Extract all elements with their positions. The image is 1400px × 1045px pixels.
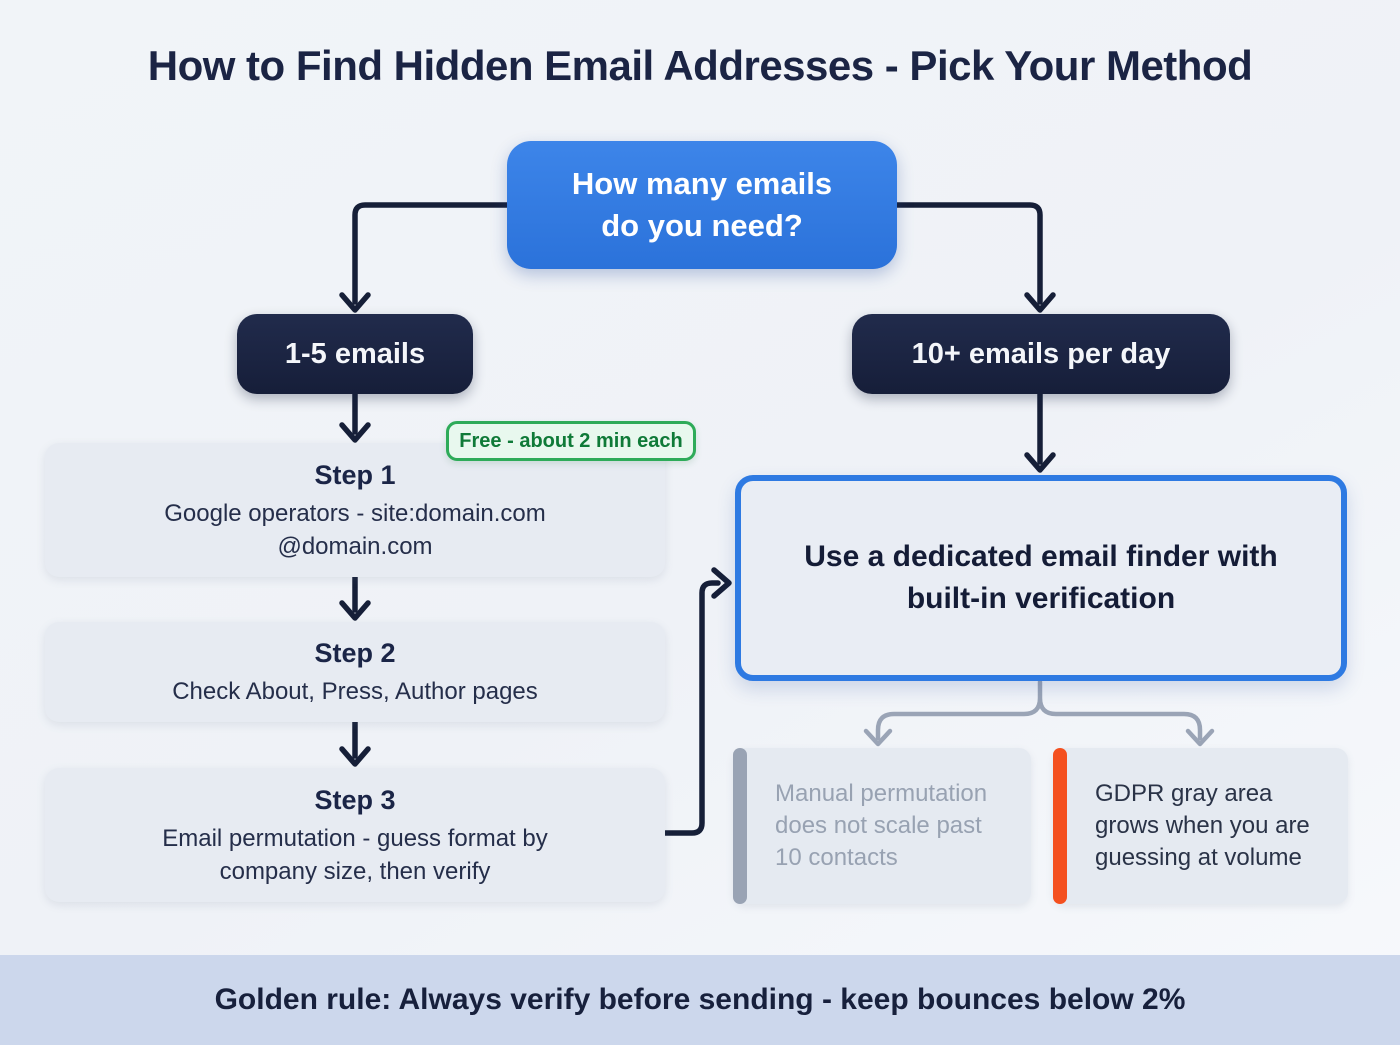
free-time-badge-label: Free - about 2 min each: [459, 429, 683, 452]
arrowhead-right-branch: [1024, 292, 1056, 313]
recommendation-label: Use a dedicated email finder with built-…: [804, 540, 1278, 615]
warning-gdpr-text: GDPR gray area grows when you are guessi…: [1095, 780, 1310, 871]
step-1-desc: Google operators - site:domain.com @doma…: [164, 499, 546, 560]
branch-few-emails: 1-5 emails: [237, 314, 473, 394]
arrowhead-warning-gdpr: [1185, 728, 1215, 747]
arrowhead-warning-manual: [863, 728, 893, 747]
arrowhead-left-branch: [339, 292, 371, 313]
free-time-badge: Free - about 2 min each: [446, 421, 696, 461]
arrowhead-step2: [339, 600, 371, 621]
arrowhead-step1: [339, 422, 371, 443]
warning-manual-accent-bar: [733, 748, 747, 904]
page-title: How to Find Hidden Email Addresses - Pic…: [147, 42, 1253, 89]
step-3-box: Step 3 Email permutation - guess format …: [45, 768, 665, 902]
step-3-desc: Email permutation - guess format by comp…: [162, 824, 548, 885]
warning-manual-permutation: Manual permutation does not scale past 1…: [733, 748, 1031, 904]
decision-box: How many emails do you need?: [507, 141, 897, 269]
recommendation-box: Use a dedicated email finder with built-…: [735, 475, 1347, 681]
warning-manual-text: Manual permutation does not scale past 1…: [775, 780, 988, 871]
branch-many-emails: 10+ emails per day: [852, 314, 1230, 394]
arrowhead-finder-top: [1024, 452, 1056, 473]
connector-step3-to-finder: [662, 580, 721, 836]
step-3-title: Step 3: [314, 784, 396, 815]
footer-banner: Golden rule: Always verify before sendin…: [0, 955, 1400, 1045]
step-2-title: Step 2: [314, 638, 396, 668]
connector-finder-fork: [875, 679, 1203, 741]
branch-few-emails-label: 1-5 emails: [284, 337, 426, 370]
branch-many-emails-label: 10+ emails per day: [911, 337, 1171, 370]
step-2-desc: Check About, Press, Author pages: [172, 678, 538, 705]
arrowhead-finder-left: [711, 567, 732, 599]
step-1-title: Step 1: [314, 459, 396, 490]
step-1-box: Step 1 Google operators - site:domain.co…: [45, 443, 665, 577]
arrowhead-step3: [339, 746, 371, 767]
step-2-box: Step 2 Check About, Press, Author pages: [45, 622, 665, 722]
connector-decision-to-left: [352, 202, 510, 305]
warning-gdpr-accent-bar: [1053, 748, 1067, 904]
decision-question: How many emails do you need?: [571, 166, 833, 243]
connector-decision-to-right: [894, 202, 1043, 305]
warning-gdpr: GDPR gray area grows when you are guessi…: [1053, 748, 1348, 904]
golden-rule-text: Golden rule: Always verify before sendin…: [214, 983, 1186, 1016]
